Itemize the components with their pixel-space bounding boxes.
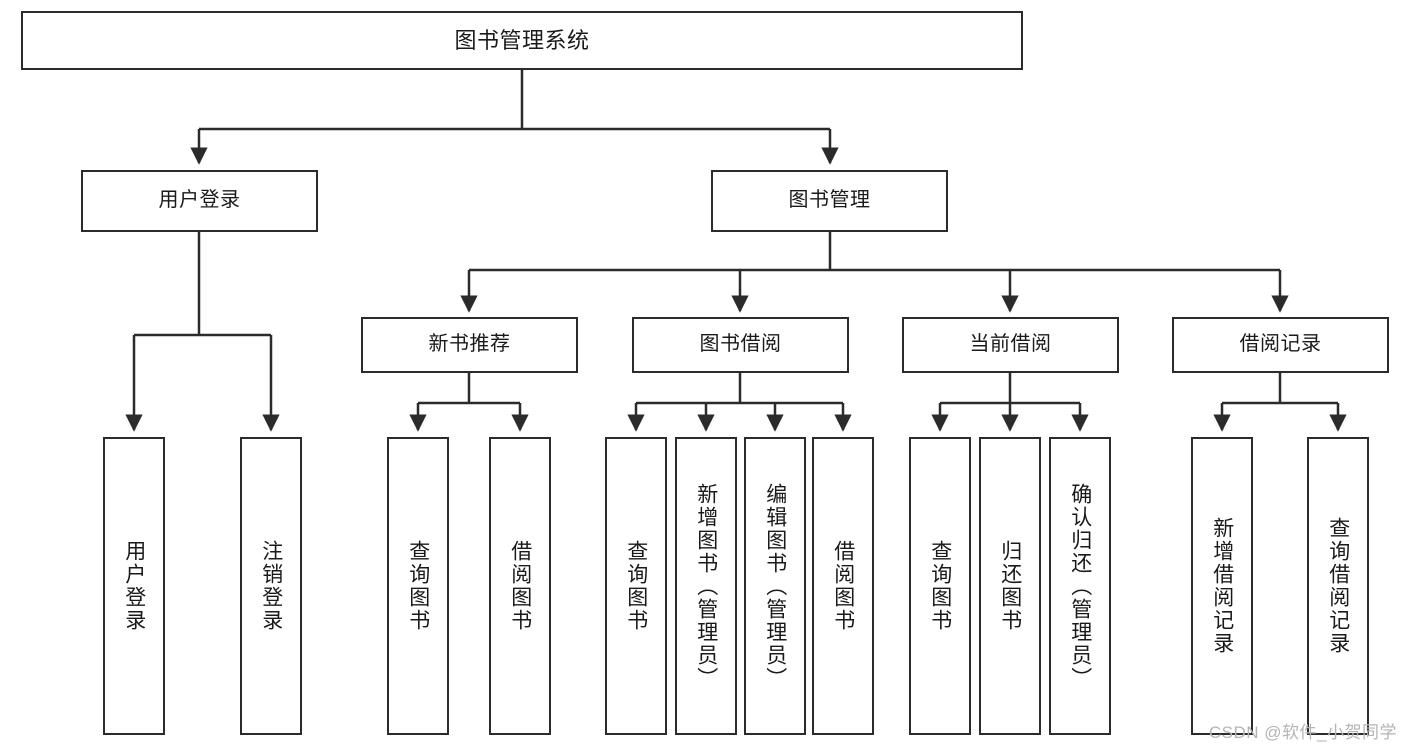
leaf-logout[interactable]: 注销登录 [240,437,302,735]
node-label: 用户登录 [158,189,241,212]
node-current-borrow[interactable]: 当前借阅 [902,317,1119,373]
node-label: 图书管理系统 [454,27,590,53]
leaf-add-book-admin[interactable]: 新增图书（管理员） [675,437,737,735]
leaf-confirm-return-admin[interactable]: 确认归还（管理员） [1049,437,1111,735]
node-label: 新书推荐 [428,333,511,356]
node-label: 注销登录 [259,540,283,632]
node-label: 编辑图书（管理员） [763,482,787,690]
node-new-book-recommend[interactable]: 新书推荐 [361,317,578,373]
node-label: 图书借阅 [699,333,782,356]
node-book-management[interactable]: 图书管理 [711,170,948,232]
csdn-watermark: CSDN @软件_小贺同学 [1208,723,1397,742]
node-label: 查询图书 [624,540,648,632]
node-label: 借阅图书 [508,540,532,632]
leaf-return-book[interactable]: 归还图书 [979,437,1041,735]
leaf-query-book-borrow[interactable]: 查询图书 [605,437,667,735]
node-label: 查询借阅记录 [1326,517,1350,655]
node-book-management-system[interactable]: 图书管理系统 [21,11,1023,70]
node-label: 当前借阅 [969,333,1052,356]
leaf-borrow-book-recommend[interactable]: 借阅图书 [489,437,551,735]
node-label: 查询图书 [928,540,952,632]
node-borrow-record[interactable]: 借阅记录 [1172,317,1389,373]
leaf-borrow-book[interactable]: 借阅图书 [812,437,874,735]
node-label: 归还图书 [998,540,1022,632]
leaf-query-book-recommend[interactable]: 查询图书 [387,437,449,735]
leaf-query-book-current[interactable]: 查询图书 [909,437,971,735]
node-label: 图书管理 [788,189,871,212]
node-label: 借阅记录 [1239,333,1322,356]
leaf-add-borrow-record[interactable]: 新增借阅记录 [1191,437,1253,735]
node-label: 新增借阅记录 [1210,517,1234,655]
leaf-user-login[interactable]: 用户登录 [103,437,165,735]
node-label: 用户登录 [122,540,146,632]
node-book-borrow[interactable]: 图书借阅 [632,317,849,373]
node-label: 查询图书 [406,540,430,632]
node-label: 确认归还（管理员） [1068,482,1092,690]
node-label: 新增图书（管理员） [694,482,718,690]
leaf-query-borrow-record[interactable]: 查询借阅记录 [1307,437,1369,735]
node-user-login[interactable]: 用户登录 [81,170,318,232]
node-label: 借阅图书 [831,540,855,632]
leaf-edit-book-admin[interactable]: 编辑图书（管理员） [744,437,806,735]
